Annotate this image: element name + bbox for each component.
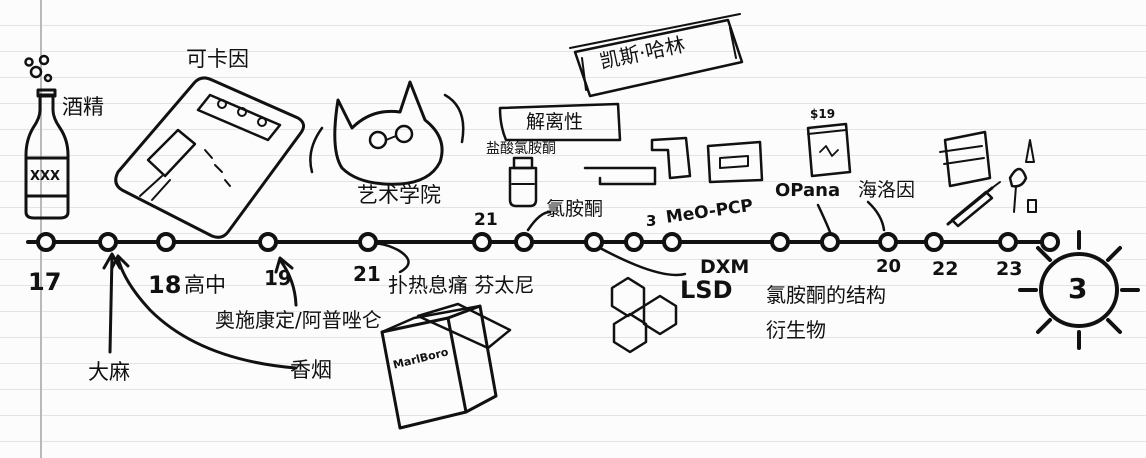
age-23: 23 — [996, 258, 1023, 280]
label-cigarettes: 香烟 — [290, 358, 332, 382]
label-ketamine-hcl: 盐酸氯胺酮 — [486, 141, 556, 157]
handwritten-price: $19 — [810, 107, 836, 121]
heroin-kit-icon — [939, 130, 1037, 228]
handwritten-lsd: LSD — [680, 276, 733, 304]
annotation-arrows — [102, 200, 886, 370]
label-alcohol: 酒精 — [62, 95, 104, 119]
age-17: 17 — [28, 268, 62, 296]
age-22: 22 — [932, 258, 959, 280]
timeline-node-14 — [924, 232, 944, 252]
cigarette-pack-icon — [380, 302, 512, 430]
timeline-node-16 — [1040, 232, 1060, 252]
timeline-node-8 — [584, 232, 604, 252]
timeline-node-1 — [36, 232, 56, 252]
timeline-node-2 — [98, 232, 118, 252]
sun-icon — [1018, 230, 1140, 350]
age-21-top: 21 — [474, 210, 498, 230]
margin-line — [40, 0, 42, 458]
lsd-blotter-icon — [610, 276, 678, 354]
age-19: 19 — [264, 266, 292, 290]
label-oxy-percocet: 奥施康定/阿普唑仑 — [215, 308, 382, 332]
timeline-node-6 — [472, 232, 492, 252]
timeline-node-11 — [770, 232, 790, 252]
label-heroin: 海洛因 — [858, 179, 916, 201]
label-ketamine: 氯胺酮 — [546, 198, 604, 220]
timeline-node-9 — [624, 232, 644, 252]
cat-drawing-icon — [309, 80, 465, 186]
age-21-bottom: 21 — [353, 262, 381, 286]
timeline-node-12 — [820, 232, 840, 252]
timeline-node-3 — [156, 232, 176, 252]
label-ketamine-derivatives-1: 氯胺酮的结构 — [766, 283, 886, 307]
dissociatives-banner-icon — [498, 102, 622, 142]
label-analgesics-fentanyl: 扑热息痛 芬太尼 — [388, 273, 535, 297]
cocaine-tray-icon — [114, 76, 305, 239]
label-cocaine: 可卡因 — [186, 47, 249, 71]
label-marijuana: 大麻 — [88, 360, 130, 384]
timeline-node-15 — [998, 232, 1018, 252]
baggie-icon — [806, 122, 852, 178]
label-art-school: 艺术学院 — [357, 183, 441, 207]
age-3-small: 3 — [646, 212, 657, 230]
handwritten-opana: OPana — [775, 180, 841, 201]
vial-icon — [508, 156, 538, 208]
timeline-node-7 — [514, 232, 534, 252]
bottle-icon — [24, 54, 70, 220]
handwritten-xxx: XXX — [30, 169, 61, 184]
label-ketamine-derivatives-2: 衍生物 — [766, 318, 826, 342]
handwritten-dxm: DXM — [700, 256, 750, 278]
label-high-school: 高中 — [184, 273, 226, 297]
timeline-node-10 — [662, 232, 682, 252]
timeline-node-13 — [878, 232, 898, 252]
age-3-sun: 3 — [1068, 272, 1088, 305]
timeline-node-5 — [358, 232, 378, 252]
age-20: 20 — [876, 256, 902, 277]
line-shapes-icon — [583, 136, 764, 186]
timeline-node-4 — [258, 232, 278, 252]
keith-haring-sign-icon — [569, 13, 744, 98]
timeline-nodes — [36, 232, 1060, 252]
label-dissociatives: 解离性 — [526, 111, 584, 133]
age-18: 18 — [148, 271, 182, 299]
